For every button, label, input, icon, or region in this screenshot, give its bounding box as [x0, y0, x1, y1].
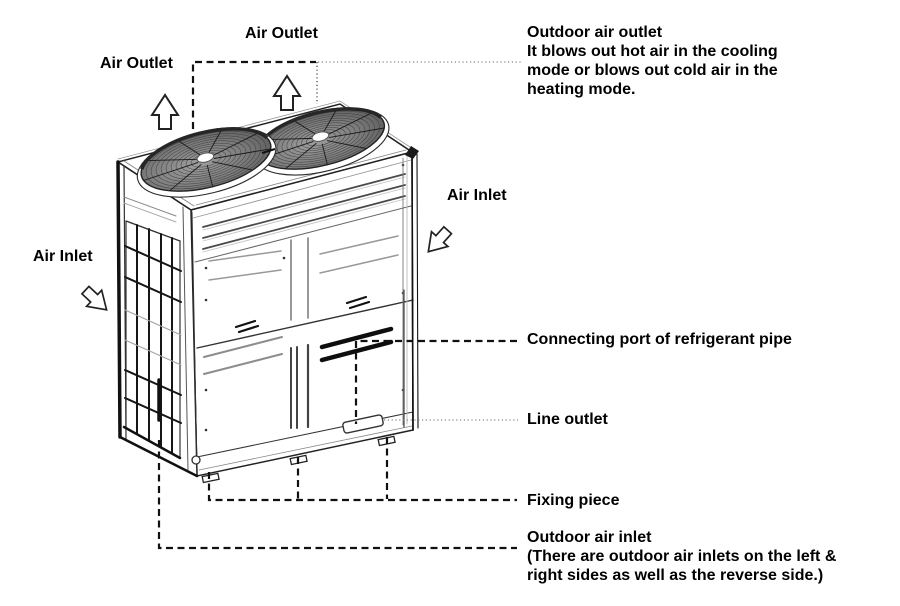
refrigerant-port — [319, 326, 394, 363]
annotation-outdoor-air-outlet-title: Outdoor air outlet — [527, 24, 663, 41]
fan-hub — [196, 152, 215, 163]
fan-hub — [311, 131, 330, 142]
label-air-outlet-top: Air Outlet — [245, 25, 318, 42]
air-inlet-grille — [122, 220, 182, 460]
line-outlet-cover — [342, 414, 384, 434]
air-outlet-arrow-center — [272, 74, 302, 111]
annotation-line-outlet: Line outlet — [527, 411, 608, 428]
annotation-fixing-piece: Fixing piece — [527, 492, 620, 509]
annotation-outdoor-air-inlet-title: Outdoor air inlet — [527, 529, 652, 546]
air-inlet-arrow-left — [80, 285, 108, 311]
label-air-inlet-left: Air Inlet — [33, 248, 93, 265]
label-air-outlet-left: Air Outlet — [100, 55, 173, 72]
leader-connecting-port — [354, 339, 517, 424]
leader-fixing-piece — [207, 437, 517, 502]
annotation-connecting-port: Connecting port of refrigerant pipe — [527, 331, 792, 348]
leader-outdoor-air-inlet — [157, 440, 517, 550]
fan-right — [253, 107, 390, 176]
fan-left — [136, 127, 277, 198]
air-outlet-arrow-left — [150, 93, 180, 130]
corner-cap — [405, 146, 419, 159]
annotation-outdoor-air-inlet-desc: (There are outdoor air inlets on the lef… — [527, 548, 837, 584]
screw-port-marks — [234, 295, 371, 334]
base-foot-hole — [191, 455, 201, 465]
front-vent-stripes — [202, 173, 406, 253]
air-inlet-arrow-right — [427, 225, 453, 253]
label-air-inlet-right: Air Inlet — [447, 187, 507, 204]
outdoor-unit — [116, 100, 419, 484]
annotation-outdoor-air-outlet-desc: It blows out hot air in the cooling mode… — [527, 43, 778, 98]
